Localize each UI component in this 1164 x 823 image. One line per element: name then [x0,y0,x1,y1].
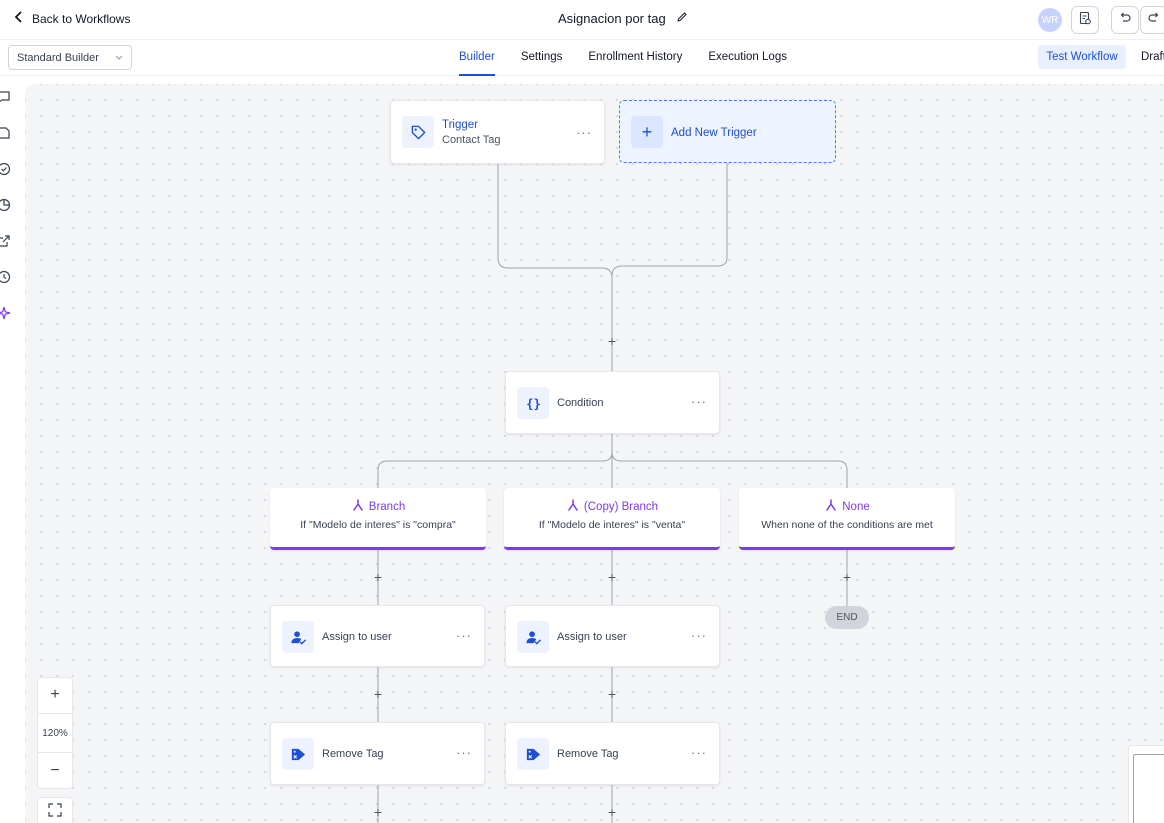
fit-view-button[interactable] [37,797,73,823]
zoom-out-button[interactable]: − [50,762,60,779]
zoom-controls: + 120% − [37,677,73,789]
test-workflow-button[interactable]: Test Workflow [1038,45,1126,69]
expand-icon [48,802,62,822]
branch-icon [566,498,580,515]
external-link-icon[interactable] [0,233,12,249]
action-label: Remove Tag [557,748,619,760]
minimap[interactable] [1128,745,1164,823]
branch-icon [824,498,838,515]
sub-bar: Standard Builder Builder Settings Enroll… [0,40,1164,76]
document-check-icon [1078,11,1092,30]
more-options-icon[interactable]: ··· [456,628,472,643]
plus-icon: + [631,116,663,148]
zoom-in-button[interactable]: + [50,686,60,703]
add-new-trigger-button[interactable]: + Add New Trigger [619,100,836,163]
workflow-title-text: Asignacion por tag [558,11,666,26]
tab-enrollment-history[interactable]: Enrollment History [588,51,683,63]
left-toolbar [0,84,24,334]
assign-user-icon [282,621,314,653]
tab-execution-logs[interactable]: Execution Logs [708,51,787,63]
sparkles-icon[interactable] [0,305,12,321]
trigger-node[interactable]: Trigger Contact Tag ··· [390,100,605,164]
add-step-button[interactable]: + [373,804,383,820]
branch-title: Branch [368,500,406,513]
history-icon[interactable] [0,269,12,285]
add-step-button[interactable]: + [607,333,617,349]
pencil-icon[interactable] [676,11,688,26]
add-step-button[interactable]: + [607,686,617,702]
condition-label: Condition [557,397,604,409]
branch-condition: When none of the conditions are met [761,519,933,531]
action-label: Assign to user [557,631,627,643]
braces-icon: {} [517,387,549,419]
add-step-button[interactable]: + [373,569,383,585]
chevron-left-icon [12,10,26,27]
zoom-level: 120% [38,713,72,753]
note-icon[interactable] [0,125,12,141]
branch-node[interactable]: Branch If "Modelo de interes" is "compra… [270,488,486,550]
remove-tag-icon [517,738,549,770]
branch-title: None [842,500,870,513]
copy-branch-node[interactable]: (Copy) Branch If "Modelo de interes" is … [504,488,720,550]
workflow-title[interactable]: Asignacion por tag [558,11,688,26]
end-marker: END [825,606,869,629]
svg-text:{}: {} [526,396,541,410]
add-step-button[interactable]: + [607,804,617,820]
action-label: Assign to user [322,631,392,643]
remove-tag-node[interactable]: Remove Tag ··· [270,722,485,785]
remove-tag-node[interactable]: Remove Tag ··· [505,722,720,785]
back-label: Back to Workflows [32,11,131,26]
comment-icon[interactable] [0,89,12,105]
back-to-workflows-link[interactable]: Back to Workflows [12,10,130,27]
top-bar: Back to Workflows Asignacion por tag WR [0,0,1164,40]
branch-icon [351,498,365,515]
tab-settings[interactable]: Settings [520,51,563,63]
remove-tag-icon [282,738,314,770]
undo-button[interactable] [1111,6,1139,34]
check-circle-icon[interactable] [0,161,12,177]
add-new-trigger-label: Add New Trigger [671,127,757,139]
minimap-viewport[interactable] [1133,754,1164,823]
undo-icon [1118,11,1132,30]
assign-user-node[interactable]: Assign to user ··· [505,605,720,667]
add-step-button[interactable]: + [607,569,617,585]
assign-user-icon [517,621,549,653]
branch-title: (Copy) Branch [583,500,659,513]
condition-node[interactable]: {} Condition ··· [505,371,720,434]
tabs: Builder Settings Enrollment History Exec… [446,40,800,76]
more-options-icon[interactable]: ··· [456,745,472,760]
action-label: Remove Tag [322,748,384,760]
more-options-icon[interactable]: ··· [691,394,707,409]
chevron-down-icon [114,52,124,62]
builder-select[interactable]: Standard Builder [8,45,132,70]
tab-builder[interactable]: Builder [446,40,508,76]
branch-condition: If "Modelo de interes" is "compra" [300,519,456,531]
tag-icon [402,116,434,148]
more-options-icon[interactable]: ··· [576,125,592,140]
assign-user-node[interactable]: Assign to user ··· [270,605,485,667]
more-options-icon[interactable]: ··· [691,628,707,643]
document-check-button[interactable] [1071,6,1099,34]
trigger-subtitle: Contact Tag [442,134,501,146]
redo-icon [1147,11,1161,30]
redo-button[interactable] [1140,6,1164,34]
add-step-button[interactable]: + [842,569,852,585]
workflow-canvas[interactable] [25,84,1164,823]
trigger-title: Trigger [442,119,478,131]
draft-toggle-label[interactable]: Draft [1141,51,1164,63]
avatar[interactable]: WR [1038,8,1062,32]
add-step-button[interactable]: + [373,686,383,702]
builder-select-value: Standard Builder [17,52,99,64]
branch-condition: If "Modelo de interes" is "venta" [538,519,686,531]
none-branch-node[interactable]: None When none of the conditions are met [739,488,955,550]
pie-chart-icon[interactable] [0,197,12,213]
more-options-icon[interactable]: ··· [691,745,707,760]
